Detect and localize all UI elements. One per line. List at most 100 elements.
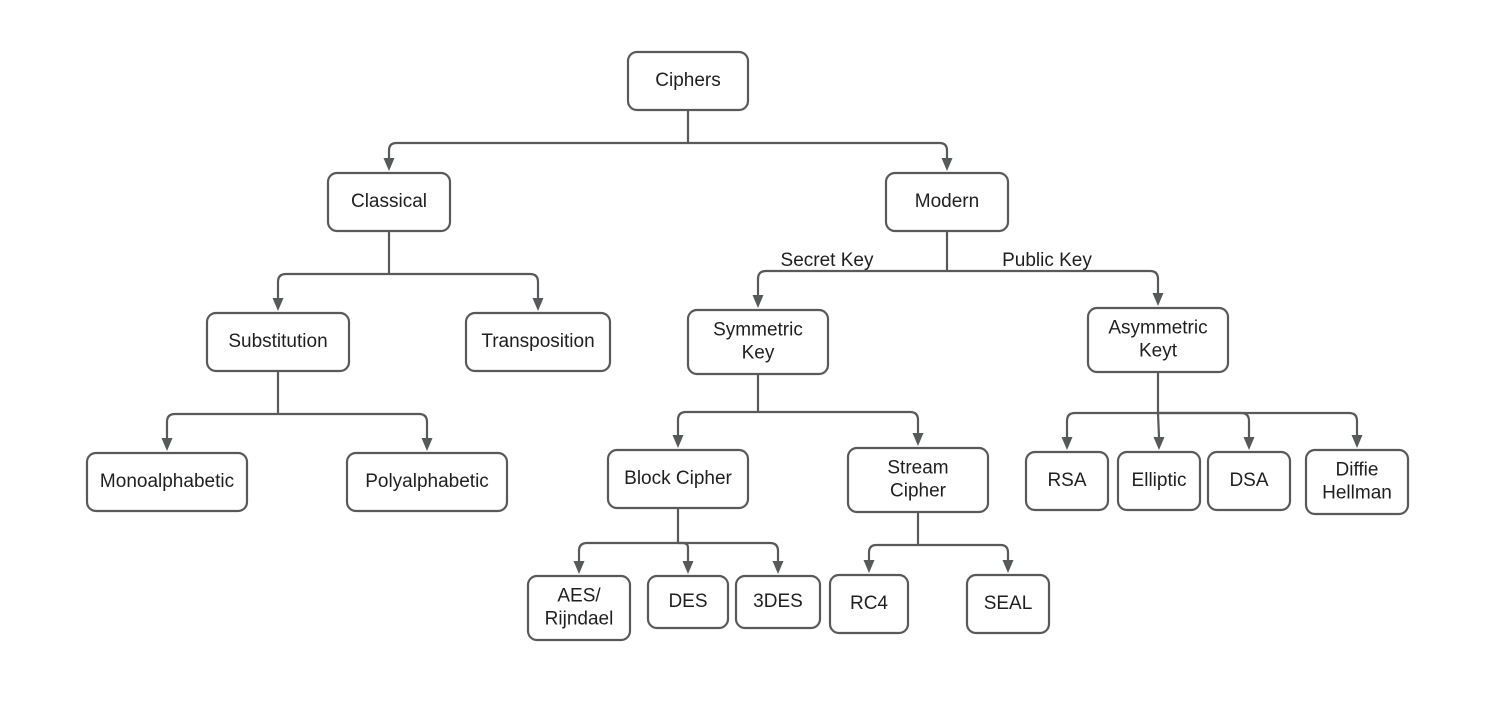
node-label-symmetric-key: Symmetric [713,320,803,341]
edge-line-classical-transposition [389,272,540,298]
node-label-aes-rijndael: Rijndael [545,609,614,630]
node-transposition[interactable]: Transposition [464,311,612,373]
node-block-cipher[interactable]: Block Cipher [606,448,750,510]
node-ciphers[interactable]: Ciphers [626,50,750,112]
arrow-head-substitution-polyalphabetic [421,438,433,451]
node-box-rsa[interactable] [1024,450,1110,512]
edge-asymmetric-rsa [1061,411,1158,450]
node-box-classical[interactable] [326,171,452,233]
node-dsa[interactable]: DSA [1206,450,1292,512]
edge-asymmetric-diffie-hellman [1158,411,1363,448]
edge-line-classical-substitution [276,272,389,298]
node-box-rc4[interactable] [828,573,910,635]
node-box-symmetric-key[interactable] [686,308,830,376]
node-label-transposition: Transposition [481,331,594,352]
edge-classical-substitution [272,272,389,311]
arrow-head-classical-transposition [532,298,544,311]
arrow-head-stream-rc4 [863,560,875,573]
edge-stream-rc4 [863,543,918,573]
edge-line-modern-symmetric-key [756,269,947,295]
arrow-head-ciphers-classical [383,158,395,171]
edge-line-ciphers-classical [387,141,688,158]
arrow-head-modern-symmetric-key [752,295,764,308]
node-seal[interactable]: SEAL [965,573,1051,635]
node-box-modern[interactable] [884,171,1010,233]
node-label-3des: 3DES [753,591,803,612]
node-box-seal[interactable] [965,573,1051,635]
node-box-ciphers[interactable] [626,50,750,112]
node-box-des[interactable] [646,574,730,630]
node-des[interactable]: DES [646,574,730,630]
node-box-diffie-hellman[interactable] [1304,448,1410,516]
edge-classical-transposition [389,272,544,311]
edge-symmetric-block-cipher [672,410,758,448]
arrow-head-substitution-monoalphabetic [161,438,173,451]
edge-substitution-monoalphabetic [161,412,278,451]
arrow-head-asymmetric-elliptic [1153,437,1165,450]
node-3des[interactable]: 3DES [734,574,822,630]
edge-asymmetric-elliptic [1153,412,1165,450]
arrow-head-stream-seal [1002,560,1014,573]
edge-block-des [678,541,694,574]
edge-line-asymmetric-dsa [1158,411,1251,437]
node-box-substitution[interactable] [205,311,351,373]
edge-line-substitution-monoalphabetic [165,412,278,438]
node-box-asymmetric-key[interactable] [1086,306,1230,374]
node-rsa[interactable]: RSA [1024,450,1110,512]
node-label-stream-cipher: Cipher [890,481,947,502]
arrow-head-modern-asymmetric-key [1152,293,1164,306]
node-label-aes-rijndael: AES/ [557,586,601,607]
node-label-asymmetric-key: Asymmetric [1108,318,1207,339]
node-box-aes-rijndael[interactable] [526,574,632,642]
node-label-diffie-hellman: Diffie [1336,460,1379,481]
node-label-block-cipher: Block Cipher [624,468,732,489]
node-polyalphabetic[interactable]: Polyalphabetic [345,451,509,513]
node-rc4[interactable]: RC4 [828,573,910,635]
edge-line-block-des [678,541,690,561]
node-label-des: DES [668,591,707,612]
edge-line-symmetric-stream-cipher [758,410,920,433]
node-label-seal: SEAL [984,593,1033,614]
node-box-elliptic[interactable] [1116,450,1202,512]
node-label-stream-cipher: Stream [887,458,948,479]
edge-line-asymmetric-diffie-hellman [1158,411,1359,435]
node-substitution[interactable]: Substitution [205,311,351,373]
node-box-block-cipher[interactable] [606,448,750,510]
node-modern[interactable]: Modern [884,171,1010,233]
edge-line-block-3des [678,541,780,561]
edge-symmetric-stream-cipher [758,410,924,446]
node-elliptic[interactable]: Elliptic [1116,450,1202,512]
edge-line-block-aes-rijndael [577,541,678,561]
node-box-dsa[interactable] [1206,450,1292,512]
node-label-ciphers: Ciphers [655,70,720,91]
node-box-stream-cipher[interactable] [846,446,990,514]
node-box-monoalphabetic[interactable] [85,451,249,513]
node-label-classical: Classical [351,191,427,212]
node-box-3des[interactable] [734,574,822,630]
node-label-rc4: RC4 [850,593,888,614]
public-key-label: Public Key [1002,250,1092,271]
edge-block-3des [678,541,784,574]
edge-line-asymmetric-rsa [1065,411,1158,437]
arrow-head-block-aes-rijndael [573,561,585,574]
edge-line-substitution-polyalphabetic [278,412,429,438]
node-label-substitution: Substitution [228,331,327,352]
node-classical[interactable]: Classical [326,171,452,233]
node-label-monoalphabetic: Monoalphabetic [100,471,234,492]
edge-ciphers-classical [383,141,688,171]
edge-line-ciphers-modern [688,141,949,158]
arrow-head-block-des [682,561,694,574]
node-monoalphabetic[interactable]: Monoalphabetic [85,451,249,513]
node-label-dsa: DSA [1229,470,1268,491]
node-aes-rijndael[interactable]: AES/Rijndael [526,574,632,642]
node-box-polyalphabetic[interactable] [345,451,509,513]
arrow-head-asymmetric-diffie-hellman [1351,435,1363,448]
node-label-rsa: RSA [1047,470,1086,491]
arrow-head-asymmetric-rsa [1061,437,1073,450]
node-box-transposition[interactable] [464,311,612,373]
